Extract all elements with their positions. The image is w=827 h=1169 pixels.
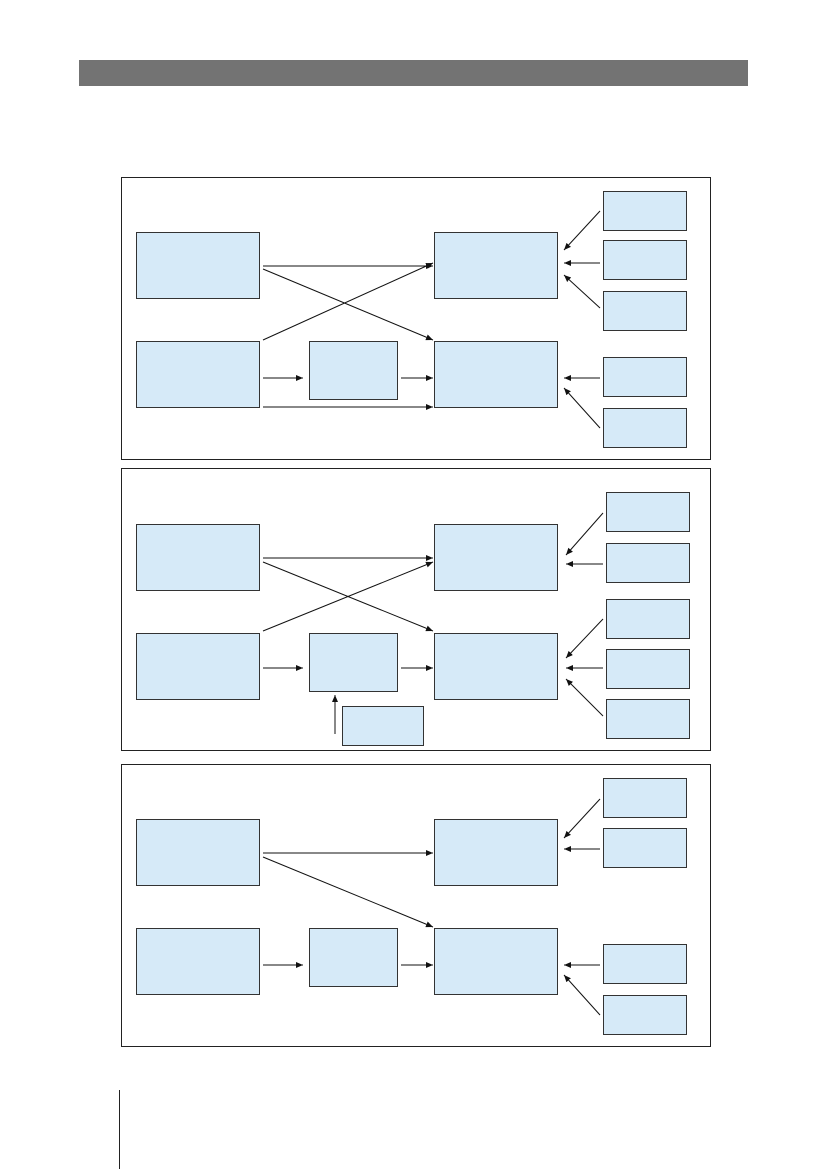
node-r1a <box>603 191 687 231</box>
node-b2 <box>136 633 260 700</box>
arrow-r1e-to-d1 <box>563 387 601 429</box>
arrow-b1-to-c1 <box>262 262 434 341</box>
node-d3 <box>434 928 558 995</box>
page-margin-rule <box>119 1090 120 1169</box>
node-r3a <box>603 778 687 818</box>
node-r2d <box>606 649 690 689</box>
node-d2 <box>434 633 558 700</box>
arrow-r2a-to-c2 <box>565 512 604 556</box>
node-r1b <box>603 240 687 280</box>
panel-3-connectors <box>262 798 601 1016</box>
panel-1-connectors <box>262 210 601 429</box>
node-c3 <box>434 819 558 886</box>
node-r1e <box>603 408 687 448</box>
node-a3 <box>136 819 260 886</box>
arrow-a1-to-d1 <box>262 268 434 341</box>
node-r1c <box>603 291 687 331</box>
node-b3 <box>136 928 260 995</box>
node-r3d <box>603 995 687 1035</box>
node-r2c <box>606 599 690 639</box>
node-c2 <box>434 524 558 591</box>
arrow-r2e-to-d2 <box>565 678 604 717</box>
arrow-r1a-to-c1 <box>563 210 601 251</box>
node-e2 <box>342 706 424 746</box>
node-r3c <box>603 944 687 984</box>
node-m3 <box>309 928 398 987</box>
diagram-panel-1 <box>121 177 711 460</box>
arrow-r3a-to-c3 <box>563 798 601 839</box>
diagram-panel-3 <box>121 764 711 1047</box>
node-a1 <box>136 232 260 299</box>
node-r2b <box>606 543 690 583</box>
node-m1 <box>309 341 398 400</box>
arrow-r1c-to-c1 <box>563 274 601 309</box>
arrow-a3-to-d3 <box>262 856 434 928</box>
node-r2a <box>606 492 690 532</box>
node-r3b <box>603 828 687 868</box>
diagram-panel-2 <box>121 468 711 751</box>
node-a2 <box>136 524 260 591</box>
arrow-r2c-to-d2 <box>565 618 604 659</box>
arrow-r3d-to-d3 <box>563 974 601 1016</box>
node-b1 <box>136 341 260 408</box>
node-m2 <box>309 633 398 692</box>
node-c1 <box>434 232 558 299</box>
node-d1 <box>434 341 558 408</box>
node-r2e <box>606 699 690 739</box>
node-r1d <box>603 357 687 397</box>
arrow-b2-to-c2 <box>262 561 434 632</box>
panel-2-connectors <box>262 512 604 734</box>
header-bar <box>79 60 748 86</box>
